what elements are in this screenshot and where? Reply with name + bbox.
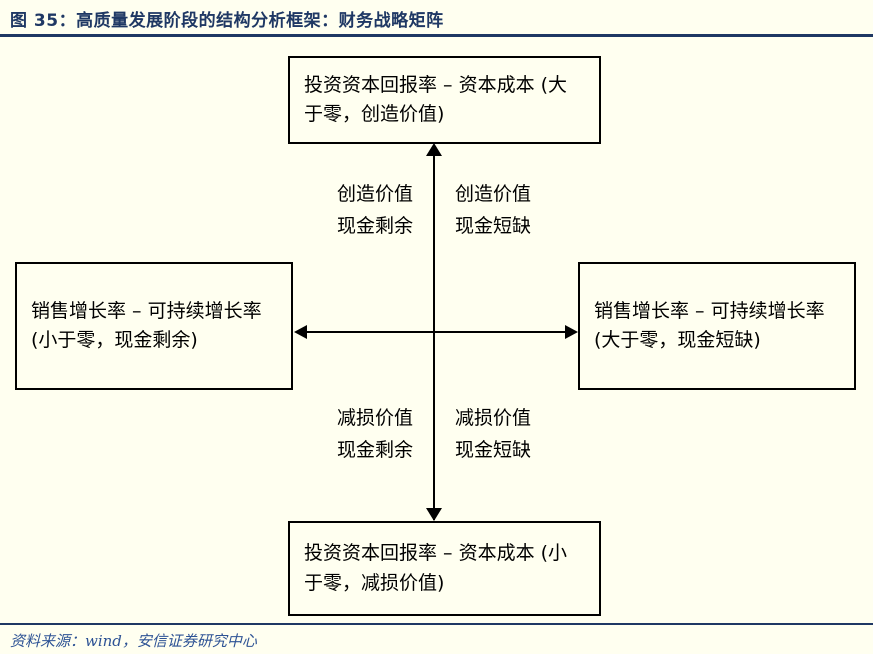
quadrant-label-bottom-right: 减损价值 现金短缺	[455, 402, 645, 467]
arrow-up-icon	[426, 143, 442, 156]
horizontal-axis-line	[300, 331, 575, 333]
matrix-box-top: 投资资本回报率 – 资本成本 (大于零，创造价值)	[288, 56, 601, 144]
matrix-box-right-label: 销售增长率 – 可持续增长率 (大于零，现金短缺)	[594, 299, 825, 351]
arrow-down-icon	[426, 508, 442, 521]
arrow-left-icon	[294, 325, 307, 339]
source-note: 资料来源：wind，安信证券研究中心	[10, 632, 257, 650]
page-title: 图 35：高质量发展阶段的结构分析框架：财务战略矩阵	[10, 11, 444, 31]
quadrant-bottom-right-line1: 减损价值	[455, 407, 532, 429]
matrix-box-right: 销售增长率 – 可持续增长率 (大于零，现金短缺)	[578, 262, 856, 390]
matrix-box-left-label: 销售增长率 – 可持续增长率 (小于零，现金剩余)	[31, 299, 262, 351]
title-divider	[0, 34, 873, 37]
matrix-box-top-label: 投资资本回报率 – 资本成本 (大于零，创造价值)	[304, 73, 568, 125]
arrow-right-icon	[565, 325, 578, 339]
quadrant-top-left-line1: 创造价值	[336, 183, 413, 205]
vertical-axis-line	[433, 151, 435, 520]
quadrant-top-right-line2: 现金短缺	[455, 215, 532, 238]
quadrant-top-left-line2: 现金剩余	[336, 215, 413, 238]
matrix-box-bottom-label: 投资资本回报率 – 资本成本 (小于零，减损价值)	[304, 542, 568, 594]
footer-divider	[0, 623, 873, 625]
matrix-box-bottom: 投资资本回报率 – 资本成本 (小于零，减损价值)	[288, 521, 601, 616]
quadrant-bottom-left-line2: 现金剩余	[336, 439, 413, 462]
quadrant-top-right-line1: 创造价值	[455, 183, 532, 205]
quadrant-label-top-left: 创造价值 现金剩余	[223, 178, 413, 243]
quadrant-bottom-right-line2: 现金短缺	[455, 439, 532, 462]
matrix-box-left: 销售增长率 – 可持续增长率 (小于零，现金剩余)	[15, 262, 293, 390]
quadrant-bottom-left-line1: 减损价值	[336, 407, 413, 429]
quadrant-label-bottom-left: 减损价值 现金剩余	[223, 402, 413, 467]
quadrant-label-top-right: 创造价值 现金短缺	[455, 178, 645, 243]
